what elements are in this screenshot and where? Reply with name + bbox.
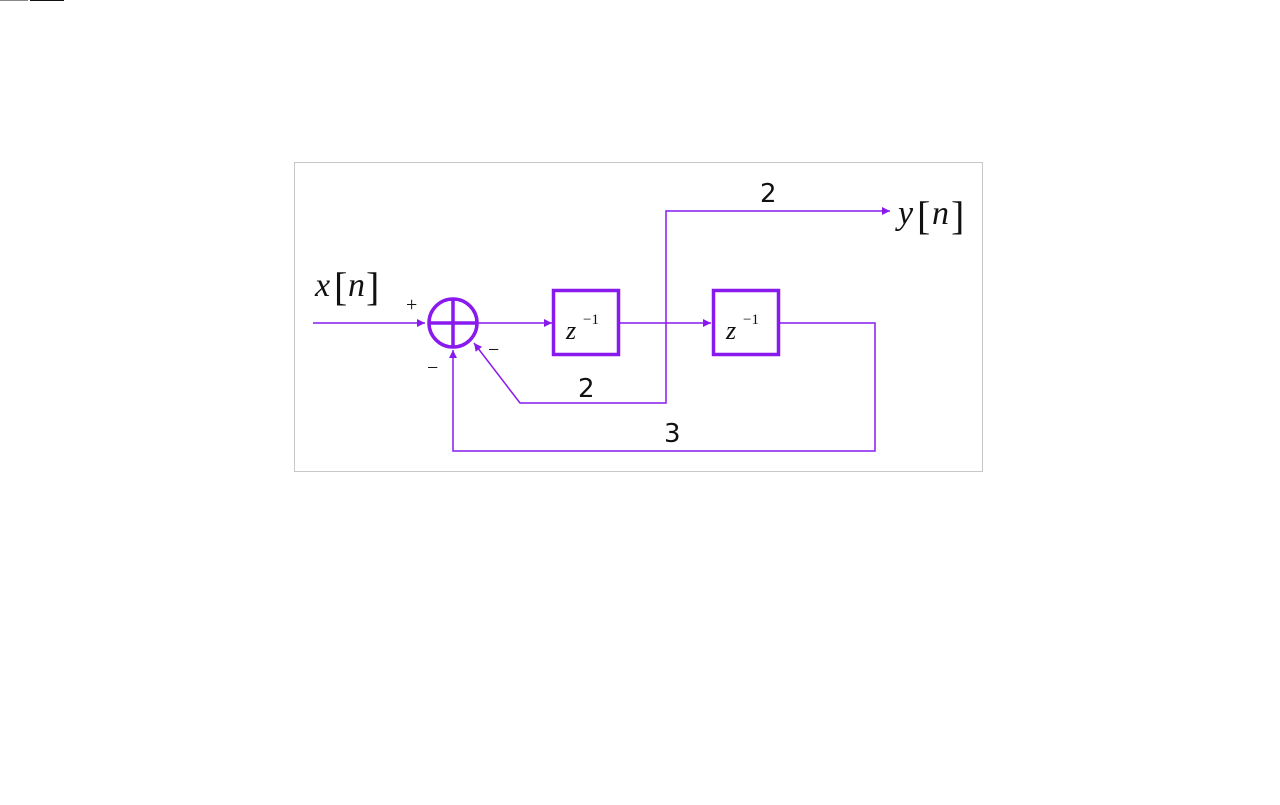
input-sign: +	[406, 294, 417, 316]
input-right-bracket: ]	[366, 264, 379, 309]
delay-2-exponent: −1	[743, 312, 759, 328]
corner-mark	[30, 0, 64, 1]
output-gain-label: 2	[760, 179, 777, 209]
outer-feedback-gain-label: 3	[664, 419, 681, 449]
outer-feedback-line	[449, 322, 876, 452]
corner-mark-stub	[0, 0, 28, 1]
summing-junction	[427, 297, 479, 349]
outer-feedback-sign: −	[427, 357, 438, 379]
output-left-bracket: [	[917, 193, 930, 238]
delay-block-1	[551, 288, 621, 357]
delay-1-base: z	[565, 316, 576, 345]
input-left-bracket: [	[334, 264, 347, 309]
inner-feedback-sign: −	[488, 339, 499, 361]
output-branch-line	[665, 207, 890, 323]
output-signal-index: n	[932, 195, 949, 232]
output-signal-name: y	[895, 195, 914, 232]
inner-feedback-line	[473, 323, 667, 404]
input-signal-index: n	[348, 267, 365, 304]
delay-block-2	[711, 288, 781, 357]
output-right-bracket: ]	[951, 193, 964, 238]
delay-1-exponent: −1	[583, 312, 599, 328]
diagram-frame	[294, 162, 983, 472]
input-signal-name: x	[314, 267, 330, 304]
inner-feedback-gain-label: 2	[578, 374, 595, 404]
delay-2-base: z	[725, 316, 736, 345]
